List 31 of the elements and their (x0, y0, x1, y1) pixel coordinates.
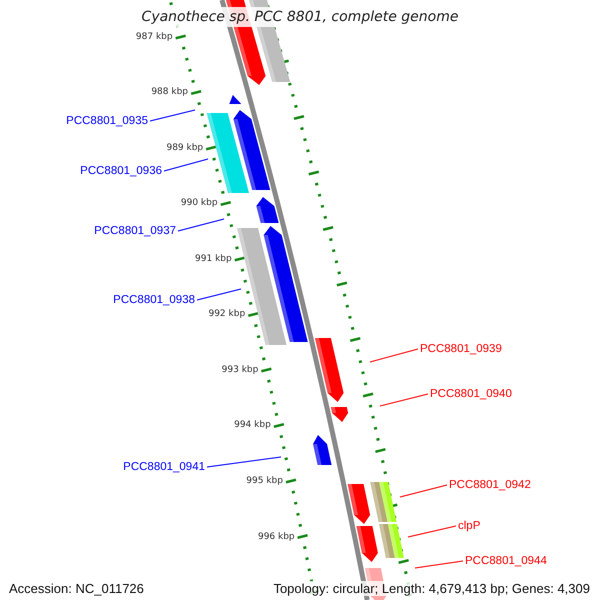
gene-label: PCC8801_0941 (123, 460, 205, 474)
leader-line (206, 456, 282, 468)
gene-label: clpP (458, 519, 480, 533)
gene-label: PCC8801_0944 (465, 554, 547, 568)
scale-label: 990 kbp (180, 198, 218, 208)
leader-line (400, 484, 448, 498)
scale-label: 988 kbp (151, 87, 188, 97)
gene-label: PCC8801_0937 (94, 224, 176, 238)
leader-line (196, 288, 242, 300)
leader-line (370, 348, 418, 362)
gene-label: PCC8801_0938 (113, 293, 195, 307)
scale-label: 994 kbp (234, 420, 271, 430)
leader-line (380, 394, 428, 406)
leader-line (414, 560, 464, 568)
gene-label: PCC8801_0935 (66, 114, 148, 128)
scale-label: 991 kbp (195, 254, 232, 264)
gene-label: PCC8801_0936 (80, 164, 162, 178)
scale-label: 996 kbp (258, 532, 295, 542)
leader-line (164, 158, 208, 172)
scale-label: 992 kbp (208, 309, 246, 319)
accession-text: Accession: NC_011726 (7, 581, 146, 596)
gene-label: PCC8801_0942 (449, 478, 531, 492)
scale-label: 995 kbp (246, 476, 283, 486)
gene-label: PCC8801_0940 (430, 387, 512, 401)
leader-line (150, 110, 196, 122)
gene-label: PCC8801_0939 (420, 342, 502, 356)
leader-line (408, 526, 456, 538)
scale-label: 993 kbp (222, 365, 258, 375)
leader-line (178, 218, 224, 232)
scale-label: 987 kbp (136, 32, 173, 42)
scale-label: 989 kbp (166, 143, 204, 153)
